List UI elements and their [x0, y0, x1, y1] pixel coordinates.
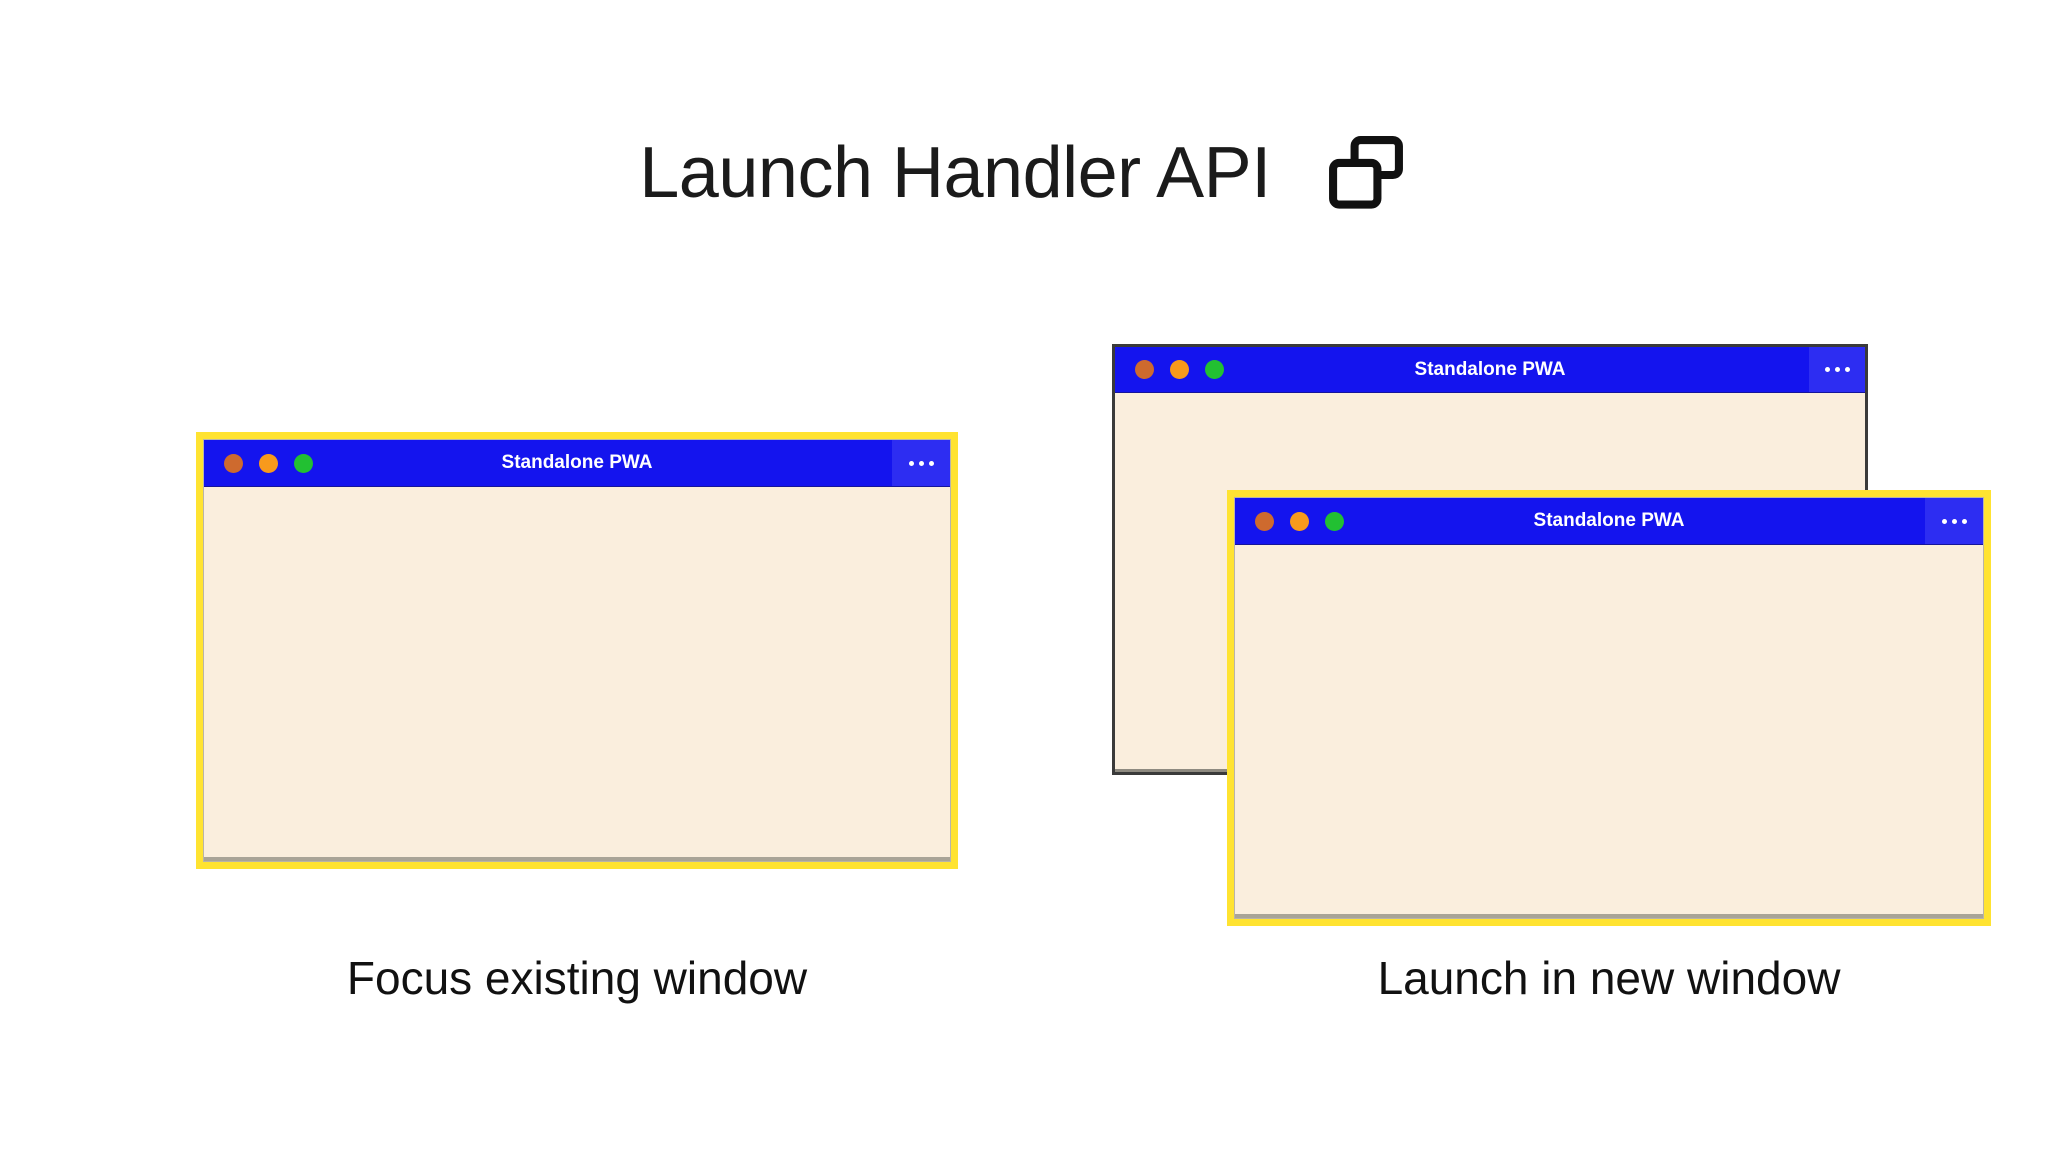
ellipsis-dot-icon — [928, 460, 934, 466]
window-inner: Standalone PWA — [1234, 497, 1984, 919]
window-title: Standalone PWA — [501, 452, 653, 473]
more-options-button[interactable] — [1925, 498, 1983, 544]
window-focus-existing[interactable]: Standalone PWA — [196, 432, 958, 869]
minimize-button-icon[interactable] — [259, 453, 278, 473]
ellipsis-dot-icon — [1941, 518, 1947, 524]
caption-launch-new-window: Launch in new window — [1377, 952, 1841, 1004]
more-options-button[interactable] — [1809, 347, 1865, 392]
close-button-icon[interactable] — [1135, 360, 1154, 379]
ellipsis-dot-icon — [1961, 518, 1967, 524]
ellipsis-dot-icon — [918, 460, 924, 466]
minimize-button-icon[interactable] — [1290, 511, 1309, 531]
traffic-lights — [224, 453, 313, 473]
window-content-area — [204, 487, 950, 861]
page-title: Launch Handler API — [639, 133, 1271, 213]
window-titlebar[interactable]: Standalone PWA — [1235, 498, 1983, 545]
window-new-foreground[interactable]: Standalone PWA — [1227, 490, 1991, 926]
maximize-button-icon[interactable] — [1205, 360, 1224, 379]
maximize-button-icon[interactable] — [294, 453, 313, 473]
window-titlebar[interactable]: Standalone PWA — [204, 440, 950, 487]
window-titlebar[interactable]: Standalone PWA — [1115, 347, 1865, 393]
more-options-button[interactable] — [892, 440, 950, 486]
window-title: Standalone PWA — [1533, 510, 1685, 531]
close-button-icon[interactable] — [224, 453, 243, 473]
maximize-button-icon[interactable] — [1325, 511, 1344, 531]
traffic-lights — [1255, 511, 1344, 531]
caption-focus-existing: Focus existing window — [346, 952, 808, 1004]
ellipsis-dot-icon — [1844, 367, 1850, 372]
window-title: Standalone PWA — [1414, 358, 1566, 380]
ellipsis-dot-icon — [1824, 367, 1830, 372]
window-inner: Standalone PWA — [203, 439, 951, 862]
multi-window-icon — [1328, 136, 1403, 209]
traffic-lights — [1135, 360, 1224, 379]
minimize-button-icon[interactable] — [1170, 360, 1189, 379]
close-button-icon[interactable] — [1255, 511, 1274, 531]
ellipsis-dot-icon — [908, 460, 914, 466]
window-content-area — [1235, 545, 1983, 918]
ellipsis-dot-icon — [1834, 367, 1840, 372]
page-header: Launch Handler API — [0, 118, 2048, 228]
ellipsis-dot-icon — [1951, 518, 1957, 524]
